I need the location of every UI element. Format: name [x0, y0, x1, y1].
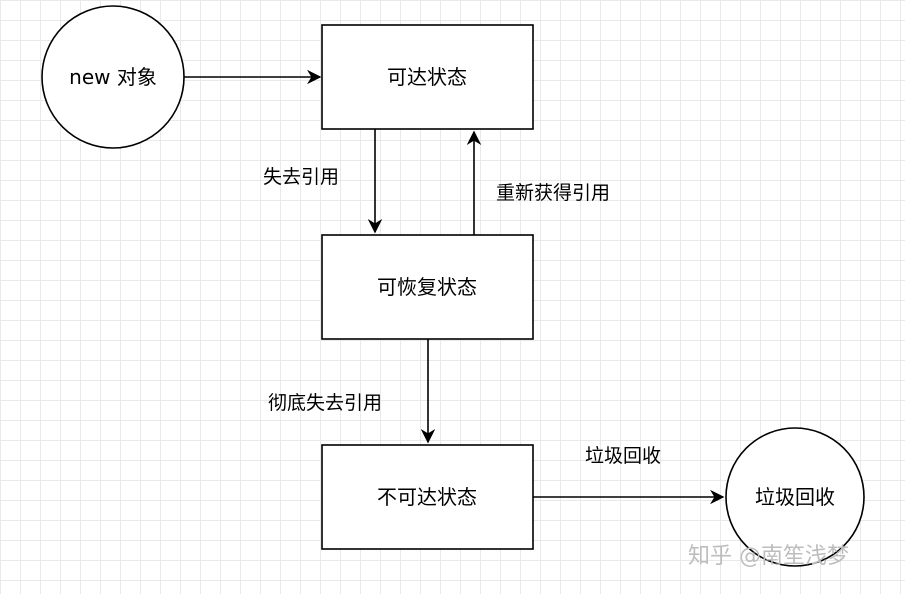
node-gc-label: 垃圾回收 — [755, 485, 835, 509]
node-gc — [725, 427, 865, 567]
node-recoverable — [321, 234, 534, 340]
edge-label-regain-reference: 重新获得引用 — [496, 182, 610, 204]
node-recoverable-label: 可恢复状态 — [377, 275, 477, 299]
edge-label-lose-reference-completely: 彻底失去引用 — [268, 392, 382, 414]
node-reachable-label: 可达状态 — [387, 65, 467, 89]
edge-label-lose-reference: 失去引用 — [263, 166, 339, 188]
node-unreachable — [321, 444, 534, 550]
node-unreachable-label: 不可达状态 — [377, 485, 477, 509]
watermark: 知乎 @南笙浅梦 — [688, 544, 849, 569]
node-new-object-label: new 对象 — [69, 65, 157, 89]
edge-label-garbage-collect: 垃圾回收 — [585, 445, 661, 467]
node-reachable — [321, 24, 534, 130]
